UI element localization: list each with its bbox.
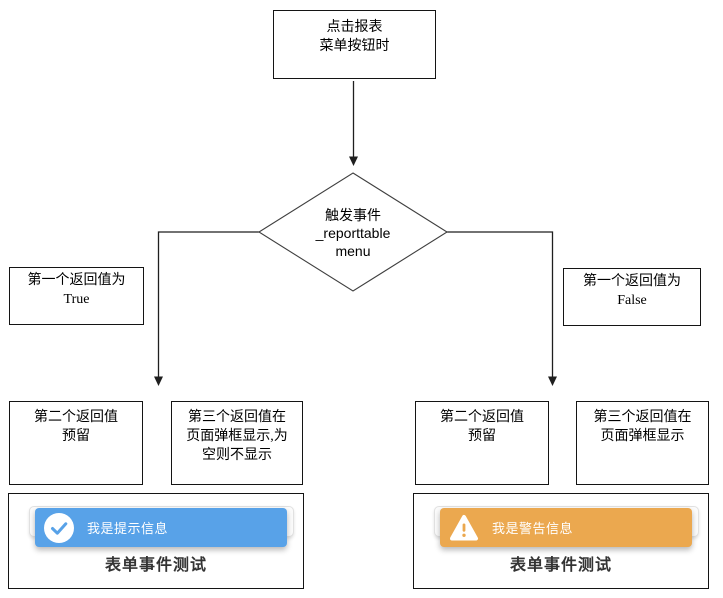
condition-true-line: True xyxy=(63,292,90,307)
success-toast-message: 我是提示信息 xyxy=(87,521,169,536)
right-popup-line: 页面弹框显示 xyxy=(600,429,685,444)
left-reserved-line: 预留 xyxy=(62,429,90,444)
arrow-decision-to-right xyxy=(446,231,557,386)
check-circle-icon xyxy=(44,512,74,543)
left-popup-line: 页面弹框显示,为 xyxy=(186,429,288,444)
condition-true-line: 第一个返回值为 xyxy=(27,273,126,288)
left-popup-box: 第三个返回值在 页面弹框显示,为 空则不显示 xyxy=(171,401,303,485)
right-popup-line: 第三个返回值在 xyxy=(593,410,692,425)
warning-toast: 我是警告信息 xyxy=(440,508,692,547)
success-example-panel: 我是提示信息 表单事件测试 xyxy=(8,493,304,589)
right-panel-caption: 表单事件测试 xyxy=(509,557,612,574)
start-box: 点击报表 菜单按钮时 xyxy=(273,10,436,79)
arrow-start-to-decision xyxy=(349,81,358,166)
success-toast: 我是提示信息 xyxy=(35,508,287,547)
left-panel-caption: 表单事件测试 xyxy=(104,557,207,574)
decision-label-line: _reporttable xyxy=(315,225,391,241)
start-box-line: 菜单按钮时 xyxy=(319,39,390,54)
right-reserved-box: 第二个返回值 预留 xyxy=(415,401,549,485)
decision-label-line: 触发事件 xyxy=(325,207,381,223)
condition-true-box: 第一个返回值为 True xyxy=(9,267,144,325)
arrow-decision-to-left xyxy=(154,231,260,386)
start-box-line: 点击报表 xyxy=(326,20,383,35)
left-popup-line: 空则不显示 xyxy=(202,448,272,463)
warning-toast-message: 我是警告信息 xyxy=(492,521,574,536)
decision-label-line: menu xyxy=(335,243,371,259)
right-reserved-line: 预留 xyxy=(468,429,496,444)
warning-triangle-icon xyxy=(450,514,478,540)
condition-false-line: False xyxy=(617,293,647,308)
condition-false-line: 第一个返回值为 xyxy=(583,274,681,289)
decision-label: 触发事件 _reporttable menu xyxy=(273,206,433,260)
left-reserved-box: 第二个返回值 预留 xyxy=(9,401,143,485)
condition-false-box: 第一个返回值为 False xyxy=(563,268,701,326)
left-reserved-line: 第二个返回值 xyxy=(34,410,118,425)
right-popup-box: 第三个返回值在 页面弹框显示 xyxy=(576,401,709,485)
right-reserved-line: 第二个返回值 xyxy=(440,410,524,425)
left-popup-line: 第三个返回值在 xyxy=(188,410,286,425)
warning-example-panel: 我是警告信息 表单事件测试 xyxy=(413,493,709,589)
decision-diamond xyxy=(257,172,449,292)
